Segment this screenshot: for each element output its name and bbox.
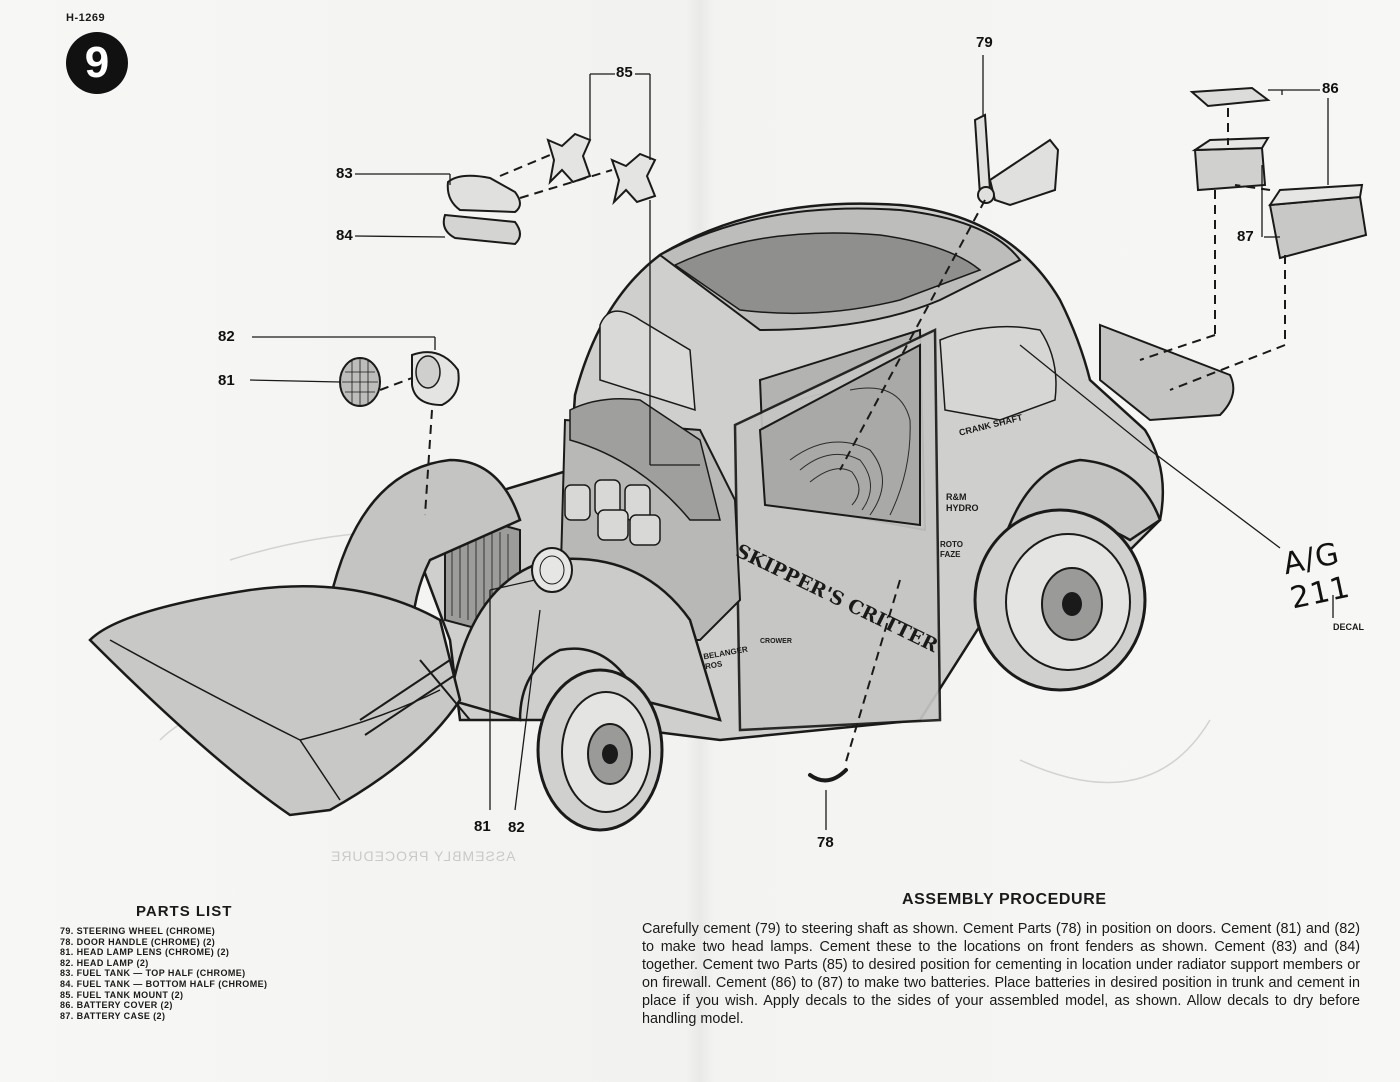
mounted-head-lamp xyxy=(531,547,573,593)
kit-code: H-1269 xyxy=(66,12,106,24)
part-78-door-handle xyxy=(808,768,848,783)
step-number-badge: 9 xyxy=(66,32,128,94)
parts-list-item: 82. HEAD LAMP (2) xyxy=(60,957,149,968)
callout-86: 86 xyxy=(1322,80,1339,97)
crower-decal: CROWER xyxy=(760,638,792,645)
callout-85: 85 xyxy=(616,64,633,81)
parts-list-item: 78. DOOR HANDLE (CHROME) (2) xyxy=(60,936,216,947)
parts-list-item: 79. STEERING WHEEL (CHROME) xyxy=(60,926,216,936)
callout-81-bottom: 81 xyxy=(474,818,491,835)
parts-list-item: 84. FUEL TANK — BOTTOM HALF (CHROME) xyxy=(60,978,268,989)
callout-78: 78 xyxy=(817,834,834,851)
callout-79: 79 xyxy=(976,34,993,51)
callout-83: 83 xyxy=(336,165,353,182)
callout-87: 87 xyxy=(1237,228,1254,245)
wheel-front xyxy=(536,668,664,832)
parts-list-item: 86. BATTERY COVER (2) xyxy=(60,1000,173,1011)
part-86-87-battery xyxy=(1189,86,1368,260)
parts-list: 79. STEERING WHEEL (CHROME) 78. DOOR HAN… xyxy=(60,926,267,1021)
part-85-fuel-tank-mounts xyxy=(546,132,657,206)
decal-label: DECAL xyxy=(1333,622,1364,632)
callout-82-top: 82 xyxy=(218,328,235,345)
parts-list-item: 81. HEAD LAMP LENS (CHROME) (2) xyxy=(60,947,230,958)
wheel-rear xyxy=(973,508,1147,692)
parts-list-item: 85. FUEL TANK MOUNT (2) xyxy=(60,989,184,1000)
bleed-through-text: ASSEMBLY PROCEDURE xyxy=(330,848,516,864)
part-81-82-head-lamp xyxy=(339,351,460,407)
dashed-placement-lines xyxy=(379,108,1286,766)
parts-list-title: PARTS LIST xyxy=(136,903,233,920)
assembly-procedure-text: Carefully cement (79) to steering shaft … xyxy=(642,921,1360,1027)
callout-82-bottom: 82 xyxy=(508,819,525,836)
parts-list-item: 87. BATTERY CASE (2) xyxy=(60,1010,166,1021)
assembly-procedure-title: ASSEMBLY PROCEDURE xyxy=(902,891,1107,908)
callout-81-top: 81 xyxy=(218,372,235,389)
rm-hydro-decal: R&M HYDRO xyxy=(946,492,979,513)
part-83-84-fuel-tank xyxy=(442,174,521,246)
callout-84: 84 xyxy=(336,227,353,244)
roto-faze-decal: ROTO FAZE xyxy=(940,540,963,559)
parts-list-item: 83. FUEL TANK — TOP HALF (CHROME) xyxy=(60,968,246,979)
leader-lines xyxy=(249,55,1334,830)
part-79-steering-wheel xyxy=(973,113,1060,207)
